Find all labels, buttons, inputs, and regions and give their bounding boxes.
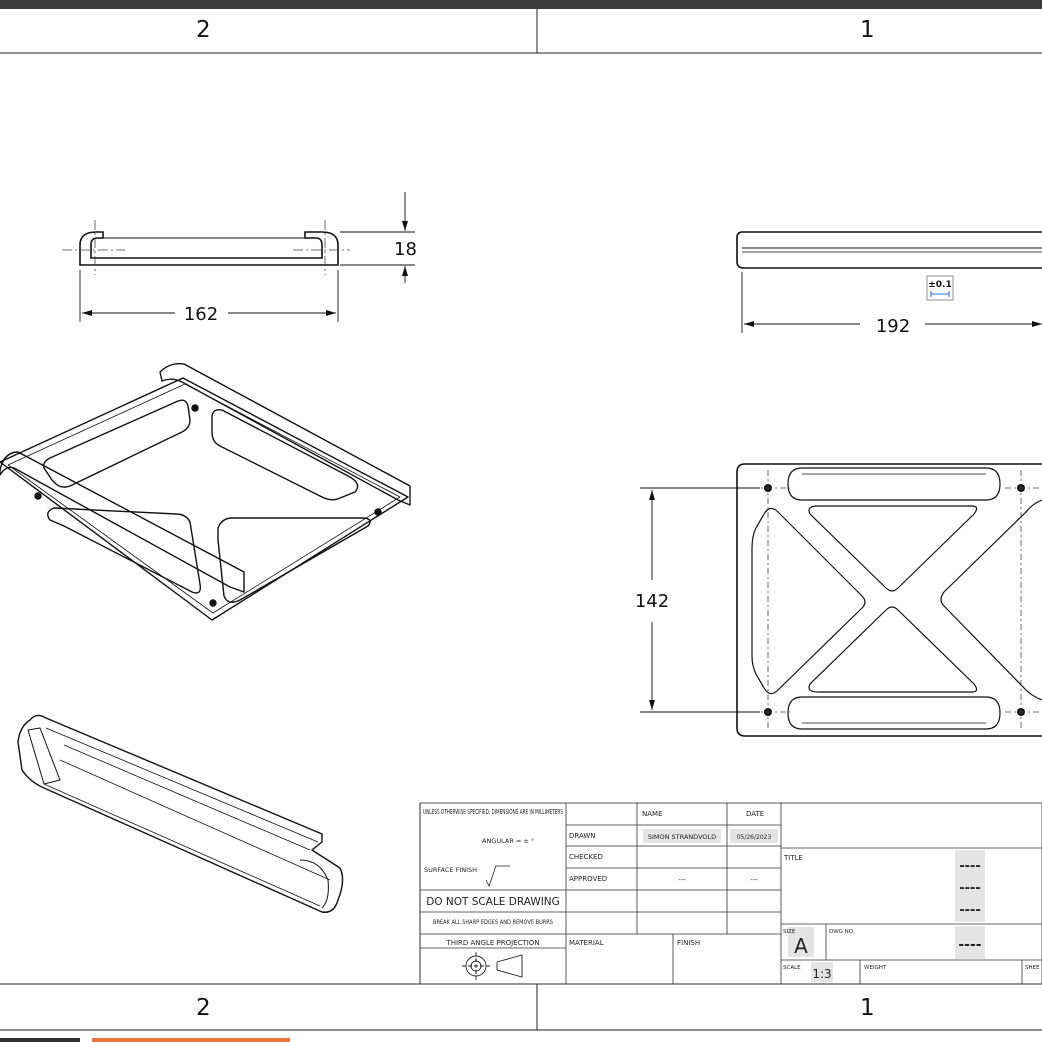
tb-title-line-2: ---- xyxy=(959,881,981,896)
tb-drawn-name: SIMON STRANDVOLD xyxy=(648,833,716,841)
tb-weight-label: WEIGHT xyxy=(864,965,887,971)
tb-size-label: SIZE xyxy=(783,929,796,935)
plan-view xyxy=(736,463,1042,737)
dim-front-width: 162 xyxy=(184,304,218,325)
tb-surface-finish: SURFACE FINISH xyxy=(424,866,477,874)
zone-label-top-left: 2 xyxy=(196,17,211,43)
zone-label-bottom-left: 2 xyxy=(196,995,211,1021)
tolerance-label: ±0.1 xyxy=(928,280,951,290)
tb-col-name: NAME xyxy=(642,810,663,818)
front-view xyxy=(79,231,339,266)
tb-finish-label: FINISH xyxy=(677,939,700,947)
tb-angular: ANGULAR = ± ° xyxy=(482,837,534,845)
tb-projection: THIRD ANGLE PROJECTION xyxy=(445,939,539,947)
sheet-border xyxy=(0,9,1042,1031)
tb-approved-label: APPROVED xyxy=(569,875,607,883)
tb-title-label: TITLE xyxy=(783,854,803,862)
tb-title-line-3: ---- xyxy=(959,903,981,918)
dim-front-height: 18 xyxy=(394,239,417,260)
tb-approved-date: --- xyxy=(750,876,758,884)
taskbar-strip xyxy=(0,1038,80,1042)
front-view-centerlines xyxy=(62,220,350,275)
front-view-dimensions xyxy=(79,192,415,322)
rotated-view xyxy=(17,714,344,913)
tb-drawn-label: DRAWN xyxy=(569,832,596,840)
side-view xyxy=(736,231,1042,269)
tb-drawn-date: 05/26/2023 xyxy=(737,834,772,841)
plan-view-holes xyxy=(752,470,1042,730)
tb-do-not-scale: DO NOT SCALE DRAWING xyxy=(426,896,560,908)
tb-size-value: A xyxy=(794,934,808,958)
tb-dwg-value: ---- xyxy=(958,937,981,953)
dim-plan-height: 142 xyxy=(635,591,669,612)
tb-title-line-1: ---- xyxy=(959,859,981,874)
third-angle-projection-icon xyxy=(462,952,523,980)
tb-approved-name: --- xyxy=(678,876,686,884)
side-view-dimensions xyxy=(741,272,1042,333)
taskbar-highlight xyxy=(92,1038,290,1042)
title-block: UNLESS OTHERWISE SPECIFIED, DIMENSIONS A… xyxy=(419,802,1042,985)
tb-break-edges: BREAK ALL SHARP EDGES AND REMOVE BURRS xyxy=(433,918,553,926)
isometric-view xyxy=(0,362,411,621)
window-top-bar xyxy=(0,0,1042,9)
zone-label-top-right: 1 xyxy=(860,17,875,43)
zone-label-bottom-right: 1 xyxy=(860,995,875,1021)
tb-dwg-label: DWG NO. xyxy=(829,929,855,935)
dim-side-width: 192 xyxy=(876,316,910,337)
tb-scale-value: 1:3 xyxy=(812,967,831,981)
tb-col-date: DATE xyxy=(746,810,764,818)
tb-checked-label: CHECKED xyxy=(569,853,603,861)
surface-finish-icon xyxy=(485,865,510,888)
tb-material-label: MATERIAL xyxy=(569,939,604,947)
tb-scale-label: SCALE xyxy=(783,965,801,971)
plan-view-dimensions xyxy=(640,487,760,713)
tolerance-icon: ±0.1 xyxy=(926,275,954,301)
tb-general-note: UNLESS OTHERWISE SPECIFIED, DIMENSIONS A… xyxy=(423,808,563,816)
tb-sheet-label: SHEE xyxy=(1025,965,1040,971)
